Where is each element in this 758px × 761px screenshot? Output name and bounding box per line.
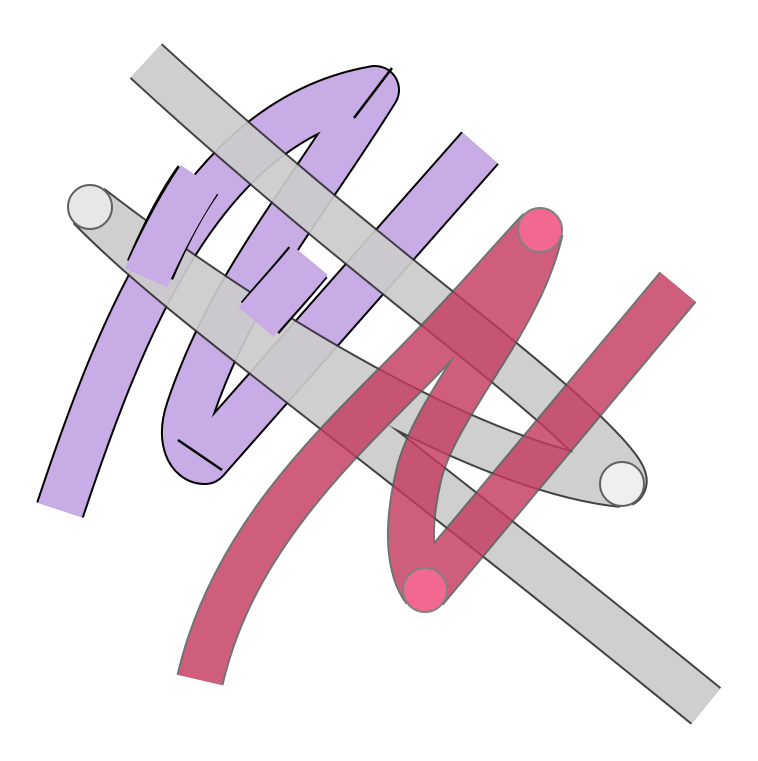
red-end-cap-top [517, 207, 563, 253]
red-strand [176, 207, 697, 686]
red-end-cap-bottom [402, 567, 448, 613]
red-strand-body [178, 214, 695, 686]
gray-end-cap-left [67, 184, 113, 230]
purple-seam-top [353, 67, 393, 119]
purple-over-crossings [125, 165, 328, 337]
gray-end-cap-right [599, 461, 645, 507]
purple-seam-bottom [177, 438, 223, 472]
